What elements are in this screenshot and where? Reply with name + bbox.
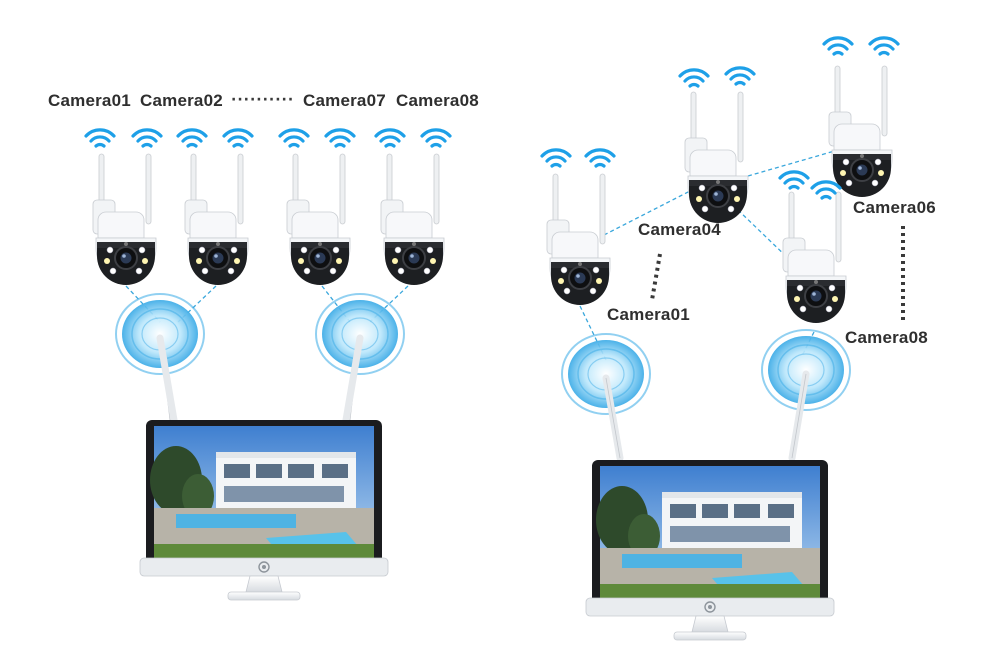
- wifi-icon: [376, 130, 404, 146]
- camera-icon: [829, 66, 892, 197]
- wifi-icon: [280, 130, 308, 146]
- wifi-icon: [224, 130, 252, 146]
- wifi-icon: [133, 130, 161, 146]
- ellipsis-dots: ··········: [231, 92, 294, 108]
- camera-label: Camera01: [48, 91, 131, 111]
- wifi-icon: [586, 150, 614, 166]
- camera-icon: [685, 92, 748, 223]
- camera-label: Camera08: [845, 328, 928, 348]
- wifi-icon: [178, 130, 206, 146]
- camera-icon: [287, 154, 350, 285]
- camera-icon: [547, 174, 610, 305]
- wifi-icon: [326, 130, 354, 146]
- wifi-icon: [824, 38, 852, 54]
- camera-icon: [381, 154, 444, 285]
- camera-icon: [783, 192, 846, 323]
- wifi-icon: [870, 38, 898, 54]
- camera-icon: [185, 154, 248, 285]
- signal-ripple-icon: [316, 294, 404, 374]
- monitor-icon: [586, 460, 834, 640]
- camera-label: Camera04: [638, 220, 721, 240]
- signal-ripple-icon: [762, 330, 850, 410]
- signal-ripple-icon: [562, 334, 650, 414]
- signal-ripple-icon: [116, 294, 204, 374]
- camera-label: Camera01: [607, 305, 690, 325]
- camera-label: Camera02: [140, 91, 223, 111]
- wifi-icon: [780, 172, 808, 188]
- camera-icon: [93, 154, 156, 285]
- camera-label: Camera08: [396, 91, 479, 111]
- wifi-icon: [726, 68, 754, 84]
- wifi-icon: [422, 130, 450, 146]
- camera-label: Camera07: [303, 91, 386, 111]
- wifi-icon: [680, 70, 708, 86]
- monitor-icon: [140, 420, 388, 600]
- more-cameras-indicator: [652, 254, 660, 300]
- left-topology: [86, 130, 450, 600]
- camera-label: Camera06: [853, 198, 936, 218]
- wifi-icon: [86, 130, 114, 146]
- wifi-icon: [542, 150, 570, 166]
